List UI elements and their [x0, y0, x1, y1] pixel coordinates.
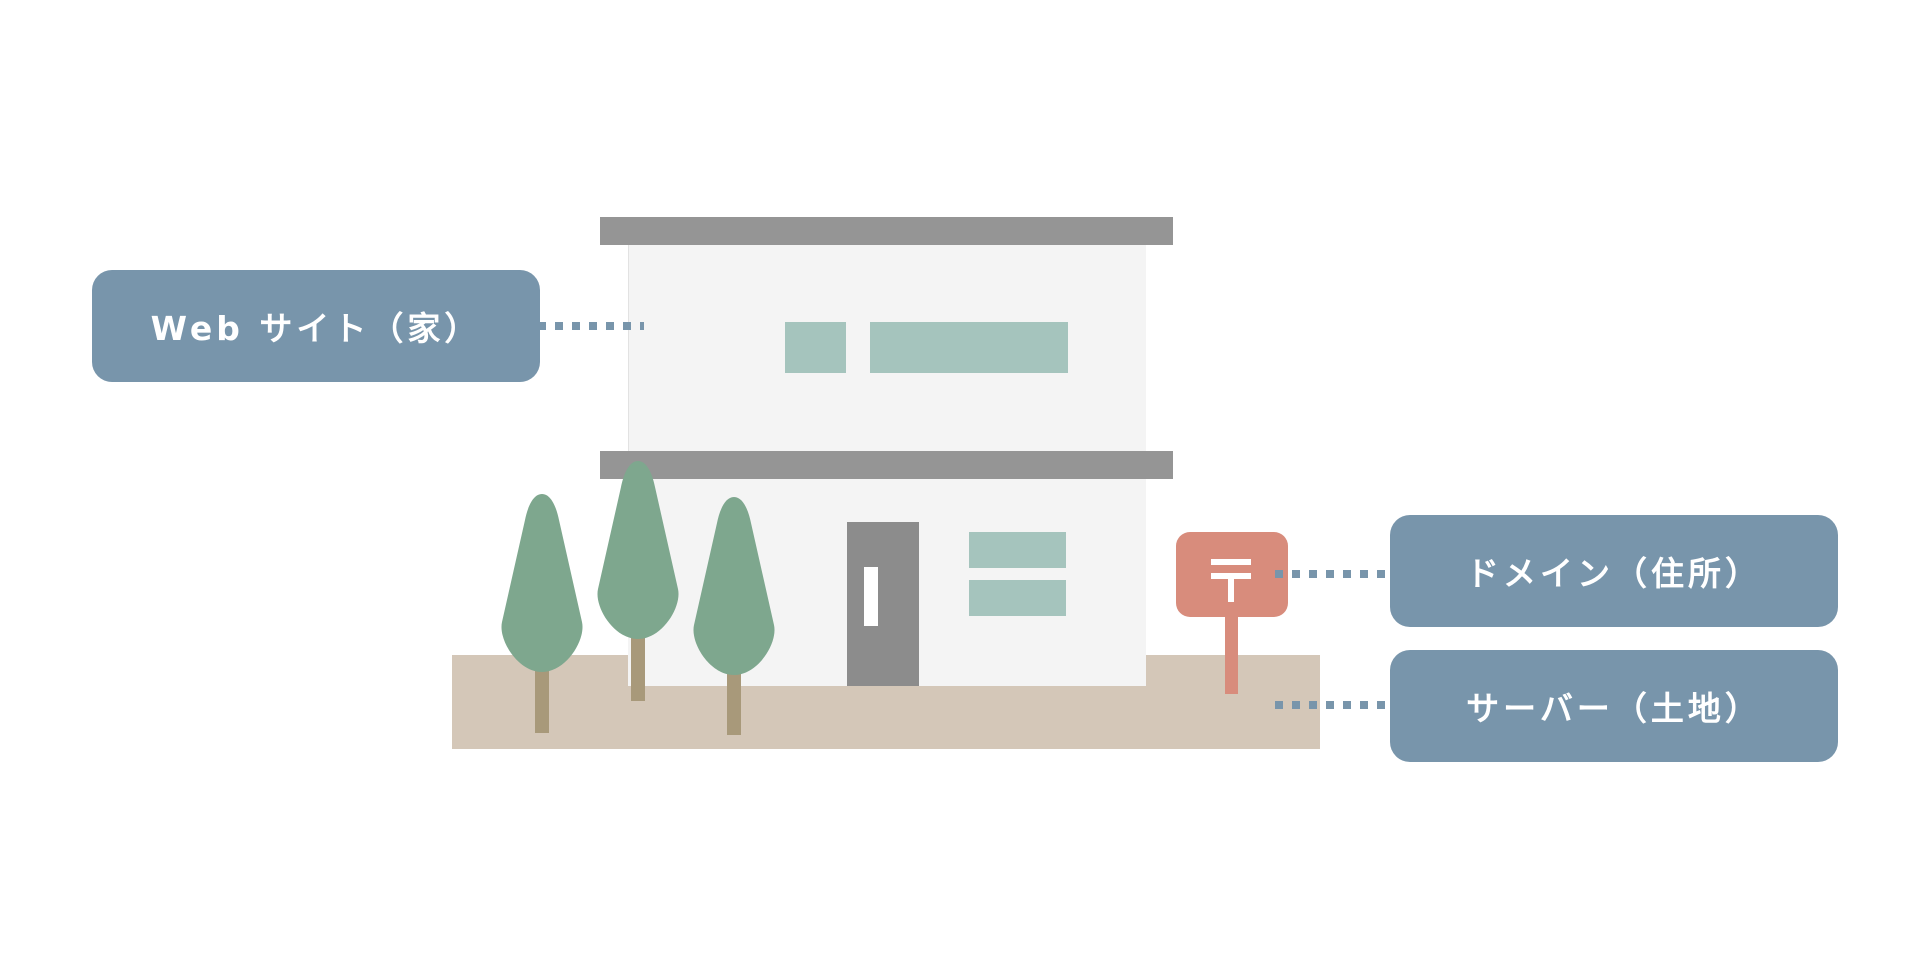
- tree-trunk: [631, 626, 645, 701]
- tree-foliage: [693, 497, 775, 675]
- postal-mark-icon: [1211, 559, 1251, 602]
- label-server-land: サーバー（土地）: [1390, 650, 1838, 762]
- tree-left: [501, 494, 583, 733]
- label-domain-text: ドメイン（住所）: [1466, 554, 1762, 593]
- house-eave: [600, 451, 1173, 479]
- tree-foliage: [501, 494, 583, 672]
- door-glass: [864, 567, 878, 626]
- tree-middle: [597, 461, 679, 701]
- mailbox: [1176, 532, 1288, 694]
- lower-window-top: [969, 532, 1066, 568]
- tree-trunk: [727, 662, 741, 735]
- upper-window-wide: [870, 322, 1068, 373]
- tree-foliage: [597, 461, 679, 639]
- mailbox-post: [1225, 610, 1238, 694]
- lower-window-bottom: [969, 580, 1066, 616]
- tree-right: [693, 497, 775, 735]
- house: [600, 217, 1173, 686]
- label-website-house: Web サイト（家）: [92, 270, 540, 382]
- label-domain-address: ドメイン（住所）: [1390, 515, 1838, 627]
- upper-window-small: [785, 322, 846, 373]
- tree-trunk: [535, 660, 549, 733]
- label-website-text: Web サイト（家）: [150, 309, 482, 348]
- house-roof: [600, 217, 1173, 245]
- house-door: [847, 522, 919, 686]
- label-server-text: サーバー（土地）: [1466, 689, 1762, 728]
